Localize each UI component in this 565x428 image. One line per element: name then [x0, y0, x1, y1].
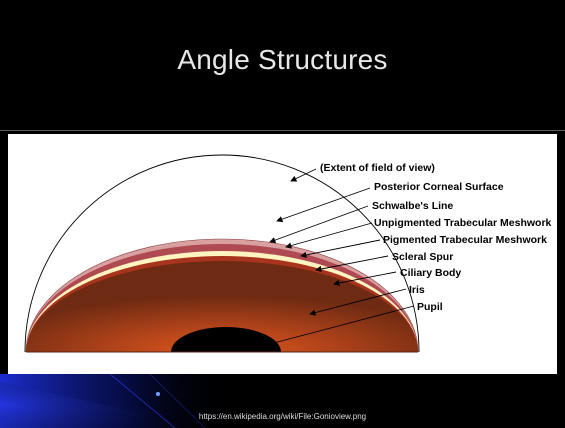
label-extent-of-field-of-view: (Extent of field of view) [320, 162, 435, 174]
footer-decoration [0, 374, 565, 428]
arrow-schwalbes-line [269, 205, 369, 244]
image-source-link[interactable]: https://en.wikipedia.org/wiki/File:Gonio… [198, 412, 367, 421]
arrow-scleral-spur [315, 255, 389, 273]
arrow-posterior-corneal-surface [276, 187, 371, 223]
arrow-iris [309, 288, 407, 316]
arrow-pigmented-trabecular [300, 239, 381, 259]
label-ciliary-body: Ciliary Body [400, 267, 461, 279]
arrow-unpigmented-trabecular [285, 222, 373, 249]
arrow-field-of-view [290, 168, 317, 182]
label-pigmented-trabecular-meshwork: Pigmented Trabecular Meshwork [383, 234, 547, 246]
gonioscopy-diagram: (Extent of field of view) Posterior Corn… [8, 154, 557, 374]
gonioscopy-diagram-panel: (Extent of field of view) Posterior Corn… [8, 134, 557, 374]
label-scleral-spur: Scleral Spur [392, 251, 453, 263]
arrow-ciliary-body [333, 271, 397, 287]
iris-region [26, 261, 418, 352]
field-of-view-outline [24, 154, 420, 353]
label-iris: Iris [409, 284, 425, 296]
label-unpigmented-trabecular-meshwork: Unpigmented Trabecular Meshwork [374, 217, 552, 229]
label-schwalbes-line: Schwalbe's Line [372, 200, 453, 212]
label-posterior-corneal-surface: Posterior Corneal Surface [374, 181, 504, 193]
title-divider [0, 130, 565, 131]
slide-title: Angle Structures [177, 44, 388, 75]
label-pupil: Pupil [417, 301, 443, 313]
arrow-pupil [269, 305, 415, 346]
